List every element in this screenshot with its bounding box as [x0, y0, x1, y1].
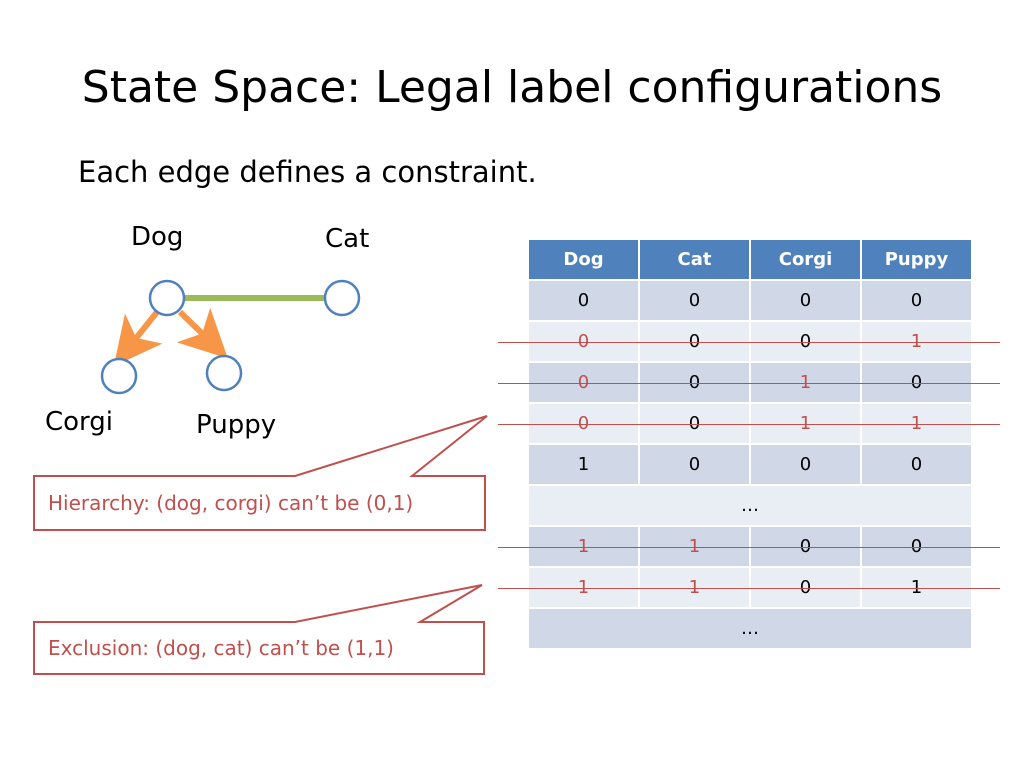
- table-cell: 1: [527, 525, 640, 568]
- hierarchy-edge-dog-puppy: [176, 307, 228, 359]
- table-row: …: [527, 607, 973, 650]
- table-cell: 1: [638, 566, 751, 609]
- table-cell: 0: [860, 361, 973, 404]
- table-cell: 0: [638, 402, 751, 445]
- row-strike-line: [498, 588, 1000, 589]
- table-cell: 0: [527, 361, 640, 404]
- column-header-dog: Dog: [527, 238, 640, 281]
- column-header-corgi: Corgi: [749, 238, 862, 281]
- table-cell: 0: [860, 525, 973, 568]
- node-label-corgi: Corgi: [45, 407, 114, 437]
- table-cell: 0: [638, 443, 751, 486]
- node-label-cat: Cat: [325, 224, 370, 254]
- table-cell: 1: [749, 402, 862, 445]
- table-cell: 1: [860, 320, 973, 363]
- table-cell: 1: [860, 566, 973, 609]
- table-cell: 0: [749, 320, 862, 363]
- node-label-dog: Dog: [131, 222, 184, 252]
- ellipsis-cell: …: [527, 607, 973, 650]
- row-strike-line: [498, 547, 1000, 548]
- node-dog: [148, 279, 186, 317]
- table-cell: 0: [749, 279, 862, 322]
- table-cell: 0: [638, 320, 751, 363]
- table-cell: 0: [638, 361, 751, 404]
- hierarchy-callout-box: [33, 415, 488, 531]
- table-cell: 1: [860, 402, 973, 445]
- hierarchy-edge-dog-corgi: [113, 310, 163, 367]
- column-header-puppy: Puppy: [860, 238, 973, 281]
- slide-subtitle: Each edge defines a constraint.: [78, 155, 537, 189]
- table-cell: 1: [749, 361, 862, 404]
- table-cell: 0: [749, 566, 862, 609]
- exclusion-callout-text: Exclusion: (dog, cat) can’t be (1,1): [48, 636, 394, 660]
- ellipsis-cell: …: [527, 484, 973, 527]
- node-corgi: [100, 357, 138, 395]
- node-cat: [323, 279, 361, 317]
- table-row: 1101: [527, 566, 973, 609]
- table-cell: 0: [527, 279, 640, 322]
- table-cell: 0: [860, 443, 973, 486]
- slide-title: State Space: Legal label configurations: [81, 62, 943, 113]
- row-strike-line: [498, 424, 1000, 425]
- row-strike-line: [498, 342, 1000, 343]
- table-cell: 0: [749, 525, 862, 568]
- table-cell: 1: [527, 566, 640, 609]
- table-cell: 1: [527, 443, 640, 486]
- node-label-puppy: Puppy: [196, 410, 277, 440]
- table-row: …: [527, 484, 973, 527]
- table-row: 1100: [527, 525, 973, 568]
- table-cell: 0: [527, 320, 640, 363]
- table-cell: 0: [749, 443, 862, 486]
- column-header-cat: Cat: [638, 238, 751, 281]
- table-cell: 0: [638, 279, 751, 322]
- table-cell: 1: [638, 525, 751, 568]
- state-table-body: 00000001001000111000…11001101…: [527, 279, 973, 650]
- table-cell: 0: [527, 402, 640, 445]
- table-header-row: Dog Cat Corgi Puppy: [527, 238, 973, 281]
- state-table: Dog Cat Corgi Puppy 00000001001000111000…: [527, 238, 973, 650]
- row-strike-line: [498, 383, 1000, 384]
- hierarchy-callout-text: Hierarchy: (dog, corgi) can’t be (0,1): [48, 491, 414, 515]
- exclusion-callout-box: [33, 584, 485, 675]
- node-puppy: [205, 354, 243, 392]
- table-cell: 0: [860, 279, 973, 322]
- table-row: 0011: [527, 402, 973, 445]
